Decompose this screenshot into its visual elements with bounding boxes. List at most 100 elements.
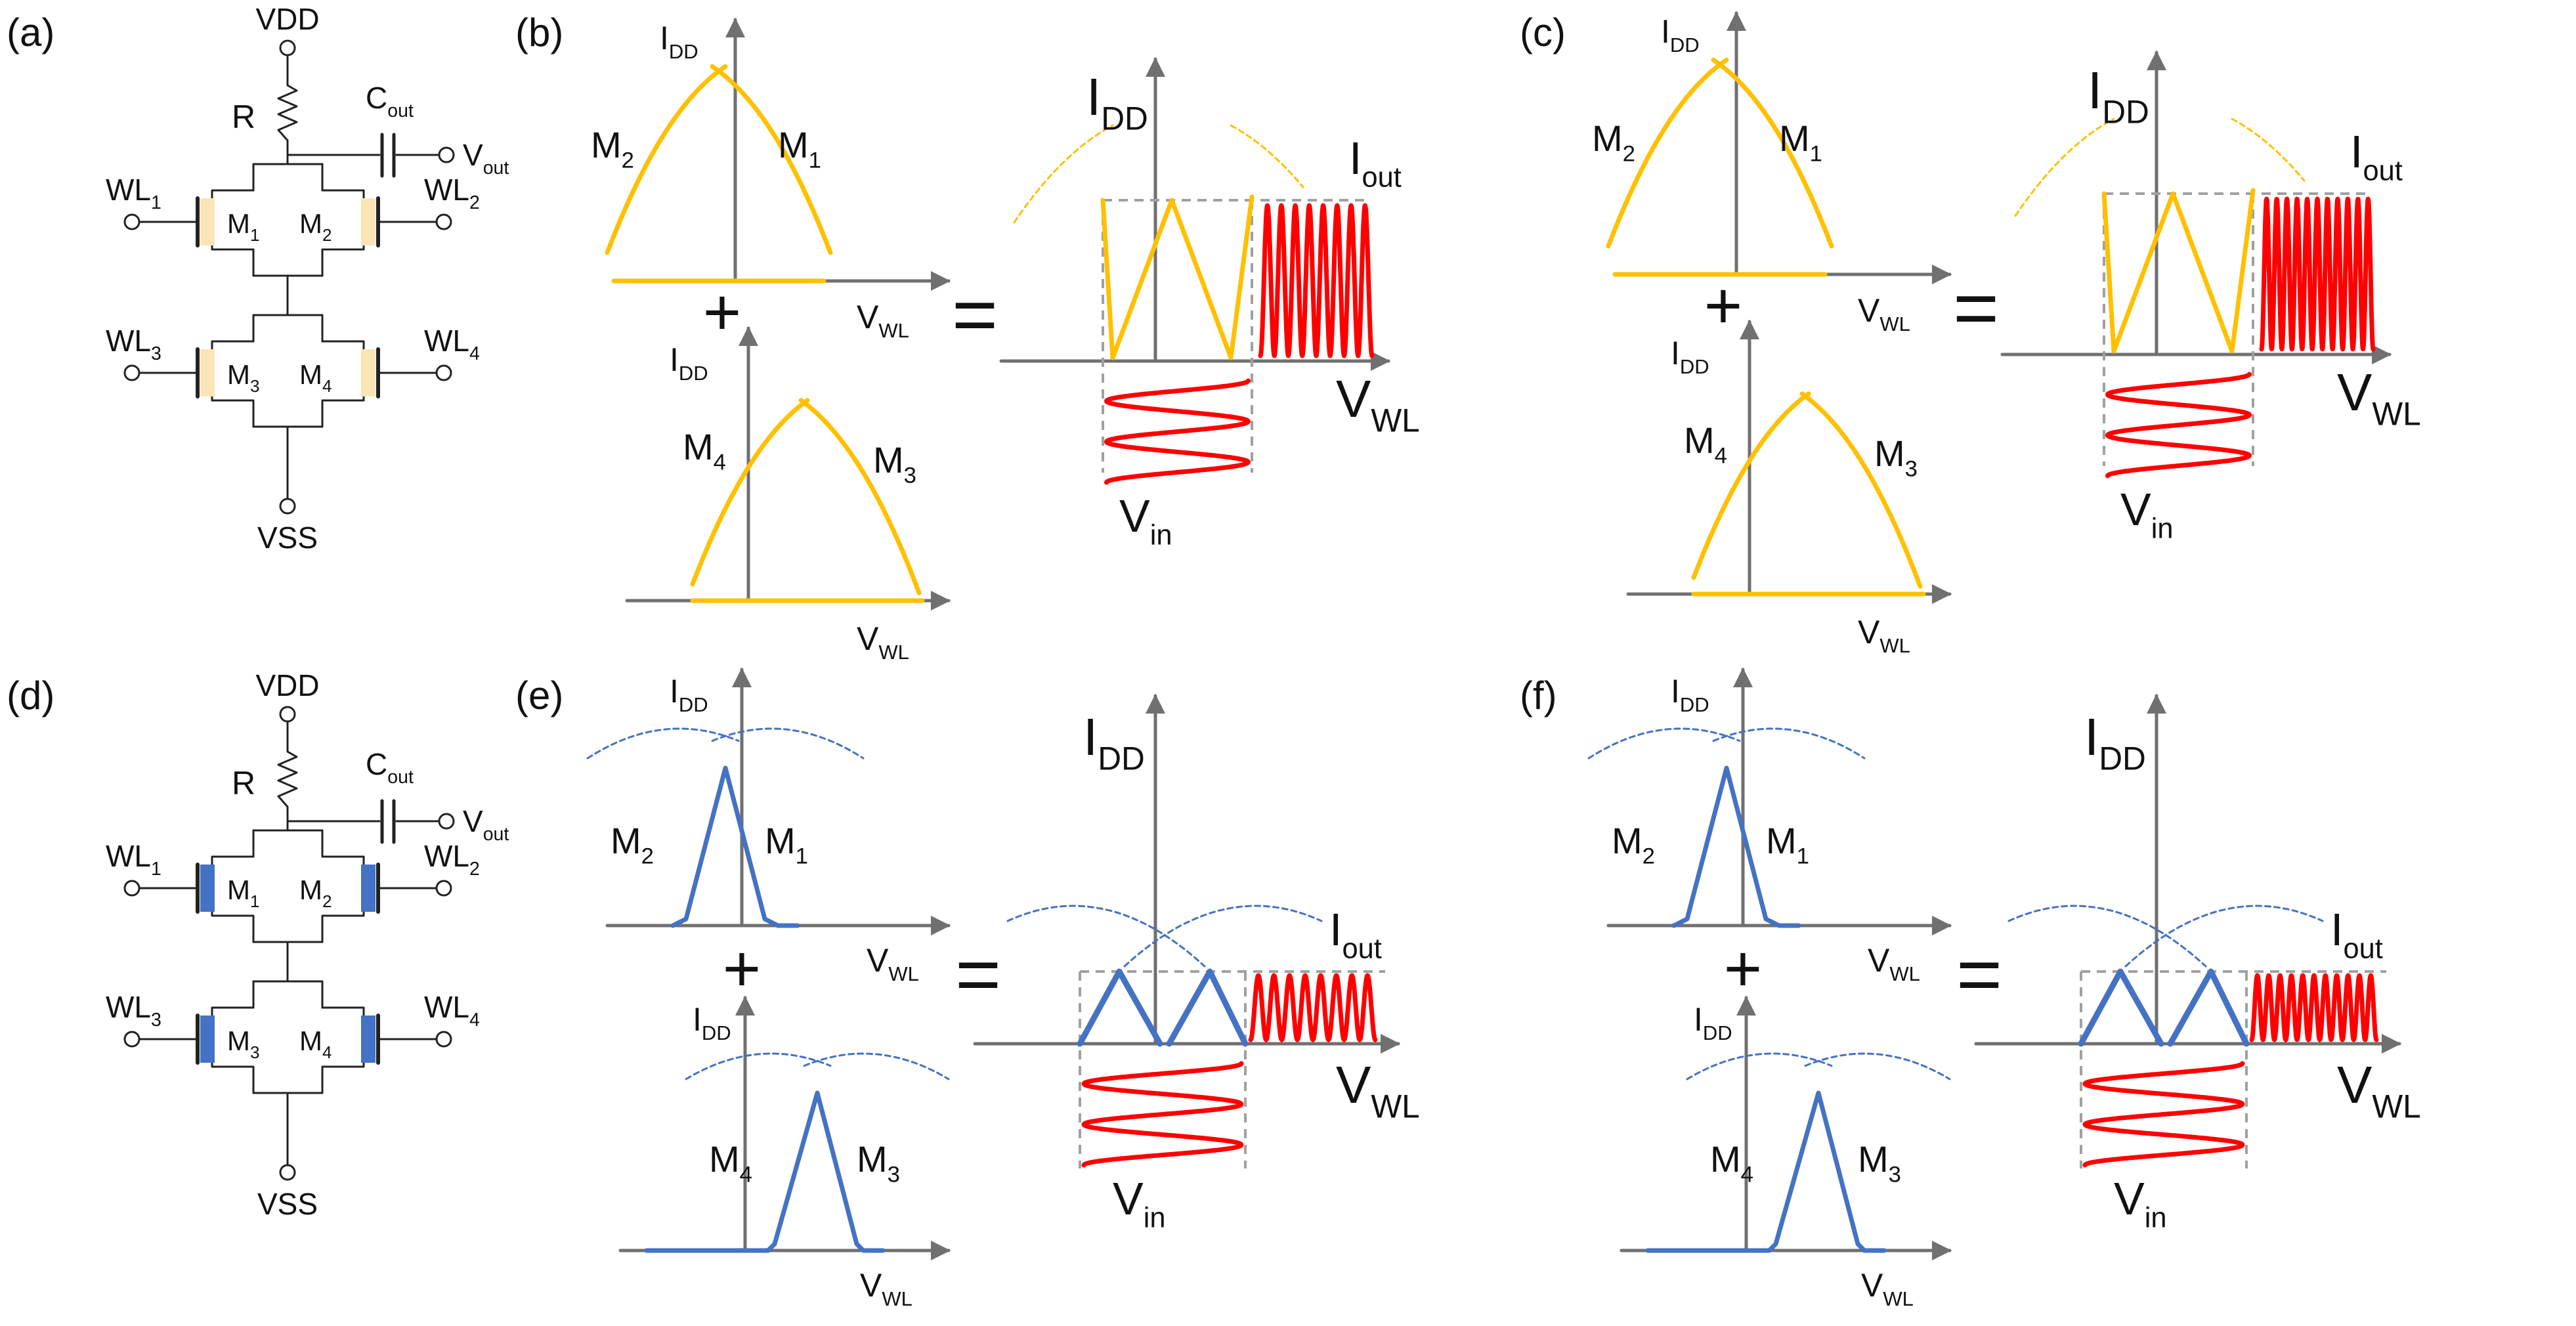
channel bbox=[321, 189, 365, 277]
combined-curve bbox=[1077, 968, 1249, 1047]
label-idd-main: I bbox=[670, 341, 679, 378]
wl-label-main: WL bbox=[106, 324, 151, 358]
label-idd-sub: DD bbox=[702, 1021, 731, 1044]
label-m2-sub: 2 bbox=[1642, 844, 1655, 869]
label-vwl-main: VWL bbox=[1336, 370, 1420, 438]
label-iout: Iout bbox=[2350, 126, 2403, 187]
label-m3-sub: 3 bbox=[888, 1163, 900, 1187]
device-label: M1 bbox=[227, 874, 259, 911]
curve-extension bbox=[2007, 905, 2207, 968]
label-vwl-main: V bbox=[1858, 614, 1880, 651]
r-label: R bbox=[232, 765, 255, 802]
resistor-symbol bbox=[277, 84, 298, 142]
wl-label-sub: 1 bbox=[151, 192, 161, 213]
label-iout: Iout bbox=[2330, 904, 2383, 965]
label-vwl-main: VWL bbox=[2337, 1056, 2421, 1124]
curve-m4 bbox=[1691, 391, 1811, 580]
curve-extension bbox=[1006, 905, 1206, 968]
channel bbox=[211, 1006, 255, 1094]
label-m1-sub: 1 bbox=[1797, 844, 1809, 869]
device-label: M3 bbox=[227, 359, 259, 396]
label-m3-sub: 3 bbox=[1889, 1163, 1901, 1187]
curve-lambda-top bbox=[1671, 765, 1801, 928]
label-m1-sub: 1 bbox=[1810, 142, 1822, 167]
device-label: M2 bbox=[299, 208, 332, 245]
label-vwl: VWL bbox=[857, 620, 909, 664]
label-vin: Vin bbox=[2114, 1173, 2166, 1234]
vss-label: VSS bbox=[257, 1187, 318, 1221]
output-waveform bbox=[1248, 973, 1378, 1042]
device-label-main: M bbox=[227, 208, 250, 239]
label-idd-main-main: I bbox=[2088, 61, 2102, 119]
device-label-sub: 4 bbox=[322, 376, 332, 396]
wl-label-sub: 4 bbox=[469, 343, 480, 364]
label-vwl: VWL bbox=[1858, 614, 1910, 657]
gate-paddle bbox=[200, 1016, 215, 1063]
label-m3-sub: 3 bbox=[1905, 457, 1918, 482]
device-label-sub: 2 bbox=[322, 891, 332, 911]
label-vwl-main: V bbox=[860, 1267, 882, 1304]
wl-label-main: WL bbox=[424, 173, 469, 207]
curve-m1 bbox=[710, 64, 833, 255]
channel bbox=[211, 189, 255, 277]
label-iout-main: I bbox=[2330, 904, 2343, 955]
equals-sign: = bbox=[1953, 264, 1999, 352]
curve-extension bbox=[685, 1052, 832, 1080]
wl-label: WL3 bbox=[106, 324, 161, 364]
device-label-main: M bbox=[299, 1025, 322, 1056]
label-vwl: VWL bbox=[1858, 292, 1910, 335]
device-label-main: M bbox=[227, 874, 250, 905]
gate-paddle bbox=[361, 1016, 376, 1063]
wl-terminal bbox=[123, 1031, 140, 1048]
vout-label-sub: out bbox=[483, 158, 509, 179]
input-waveform bbox=[1081, 1061, 1244, 1168]
channel bbox=[211, 855, 255, 943]
label-idd: IDD bbox=[1671, 673, 1709, 716]
label-vwl-main-sub: WL bbox=[1371, 1088, 1419, 1124]
label-vin-sub: in bbox=[2151, 513, 2174, 545]
vss-terminal bbox=[279, 1164, 296, 1181]
label-idd-sub: DD bbox=[679, 362, 708, 385]
device-label: M4 bbox=[299, 1025, 332, 1062]
label-m1-main: M bbox=[1766, 820, 1797, 861]
device-label-sub: 3 bbox=[250, 1042, 259, 1062]
device-label: M4 bbox=[299, 359, 332, 396]
vout-terminal bbox=[438, 813, 455, 830]
label-idd-sub: DD bbox=[669, 40, 698, 63]
label-idd-main: IDD bbox=[2084, 708, 2146, 777]
label-iout-main: I bbox=[1349, 133, 1362, 184]
device-label-main: M bbox=[299, 359, 322, 390]
label-iout-main: I bbox=[1329, 904, 1342, 955]
curve-lambda-top bbox=[670, 765, 800, 928]
label-vwl-main-main: V bbox=[1336, 370, 1371, 428]
plus-sign: + bbox=[723, 932, 761, 1006]
r-label: R bbox=[232, 98, 255, 135]
label-m1: M1 bbox=[778, 124, 821, 173]
label-m4-sub: 4 bbox=[714, 450, 726, 475]
label-m2-main: M bbox=[611, 820, 641, 861]
label-idd-main-sub: DD bbox=[2102, 93, 2149, 130]
label-m1-main: M bbox=[765, 820, 796, 861]
label-vwl: VWL bbox=[867, 942, 919, 985]
label-idd: IDD bbox=[1671, 335, 1709, 378]
wl-label: WL2 bbox=[424, 173, 480, 213]
label-m1-sub: 1 bbox=[809, 148, 821, 173]
resistor-symbol bbox=[277, 750, 298, 808]
label-vin-sub: in bbox=[2145, 1203, 2167, 1234]
cout-label-main: C bbox=[366, 81, 387, 115]
label-m4: M4 bbox=[1684, 419, 1727, 469]
label-vwl-sub: WL bbox=[888, 962, 919, 985]
label-m3-sub: 3 bbox=[904, 463, 916, 488]
input-waveform bbox=[1104, 378, 1251, 485]
combined-curve bbox=[2101, 188, 2256, 354]
combined-curve bbox=[2078, 968, 2250, 1047]
label-idd: IDD bbox=[1661, 13, 1700, 56]
label-vin-main: V bbox=[1113, 1173, 1144, 1224]
channel bbox=[211, 340, 255, 428]
label-vwl-sub: WL bbox=[878, 641, 909, 664]
label-vwl-main: V bbox=[867, 942, 889, 979]
